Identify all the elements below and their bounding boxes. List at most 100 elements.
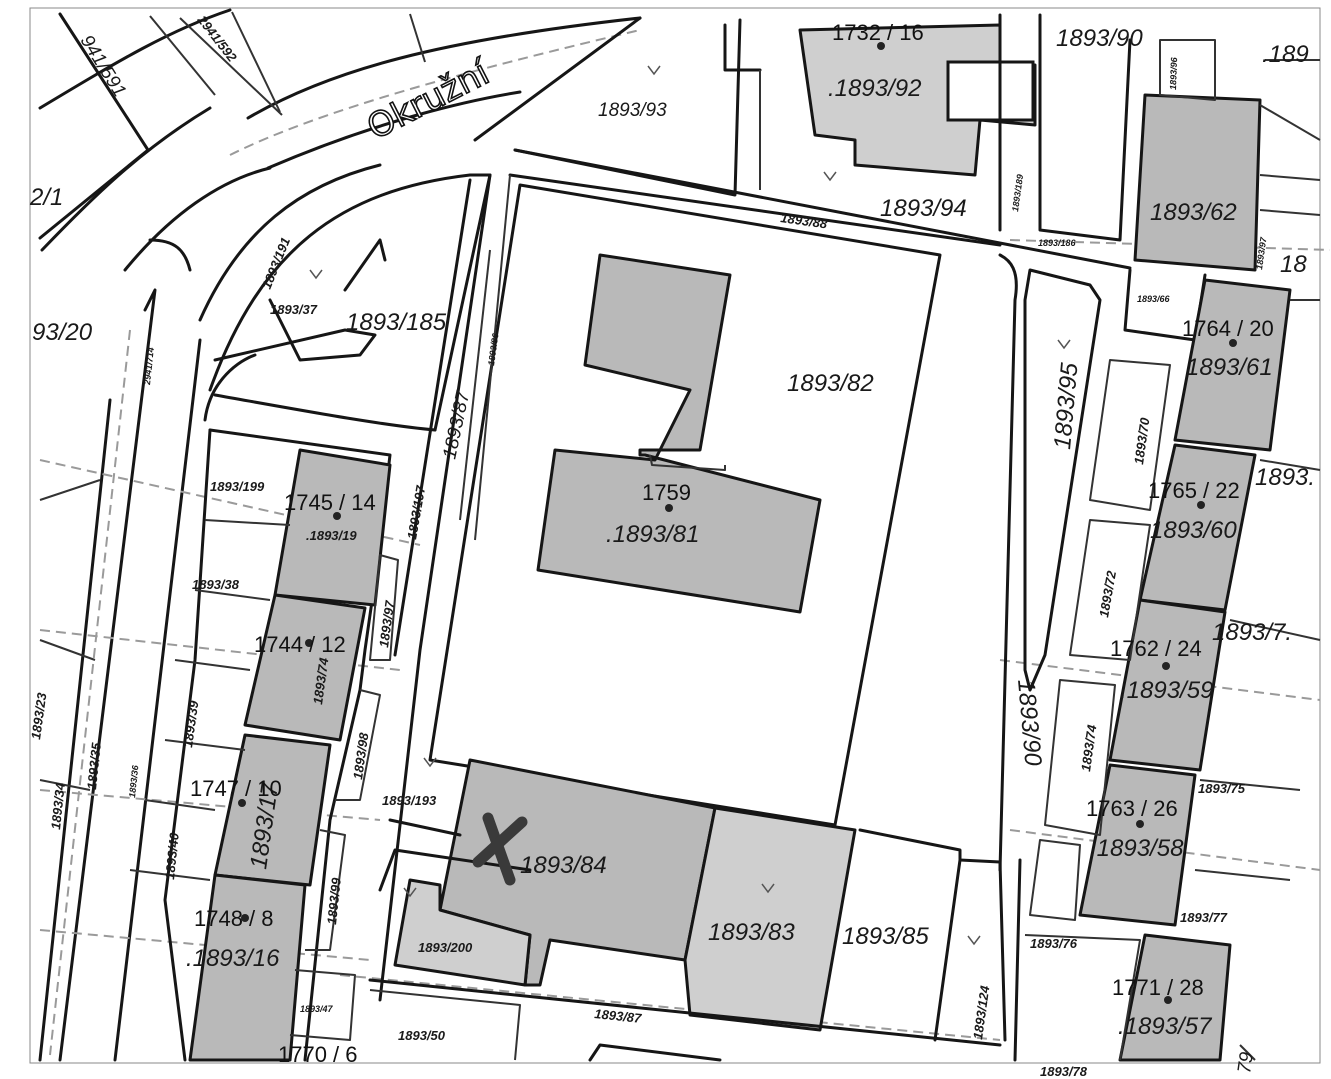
building-number-labels: 1732 / 16 1764 / 20 1759 1745 / 14 1765 … [190,20,1274,1067]
grass-icon [761,883,775,894]
parcel-label: 1893/98 [350,731,372,780]
parcel-line [1089,359,1171,511]
grass-icon [967,935,981,946]
parcel-label: .1893/19 [306,528,357,543]
parcel-label: 1893/84 [520,852,607,879]
rail-line [49,329,131,1056]
parcel-line [1259,174,1321,181]
building-number: 1732 / 16 [832,20,924,45]
street-outlines [38,8,1331,1062]
building-footprint [1118,933,1232,1062]
building-number: 1763 / 26 [1086,796,1178,821]
parcel-boundary [208,173,492,432]
parcel-label: 1893/75 [1198,781,1246,796]
grass-icon [647,65,661,76]
parcel-line [474,174,511,541]
building-markers [238,42,1237,1004]
parcel-label: 1893/77 [1180,910,1228,925]
parcel-line [203,353,257,422]
parcel-line [369,554,399,661]
parcel-line [508,173,1002,247]
parcel-line [649,454,726,471]
parcel-label: 1893/87 [594,1006,643,1026]
street-edge [198,163,382,322]
building-number: 1762 / 24 [1110,636,1202,661]
building-number: 1748 / 8 [194,906,274,931]
building-footprint [683,806,857,1032]
parcel-label: 1893/185 [346,309,447,336]
parcel-line [129,519,291,881]
parcel-label: .189 [1262,41,1309,68]
building-point [1229,339,1237,347]
parcel-label: 18 [1280,251,1307,278]
building-number: 1747 / 10 [190,776,282,801]
parcel-line [369,989,521,1061]
building-point [241,914,249,922]
building-footprint [213,733,332,887]
grass-icon [423,757,437,768]
parcel-label: 2941/714 [142,347,156,386]
parcel-label: 1893/70 [1131,416,1153,465]
parcel-line [588,1043,722,1062]
building-point [1136,820,1144,828]
building-number: 1765 / 22 [1148,478,1240,503]
parcel-label: 93/20 [32,319,93,346]
parcel-line [1038,13,1132,242]
rail-line [1009,829,1321,871]
building-number: 1744 / 12 [254,632,346,657]
parcel-label: 1893/37 [270,302,318,317]
street-edge [58,288,157,1062]
parcel-line [1029,839,1081,921]
building-footprint [1173,278,1292,452]
parcel-label: 1893/76 [1030,936,1078,951]
parcel-label: .1893/16 [186,945,280,972]
building-footprint [1078,763,1197,927]
parcel-line [39,479,101,791]
parcel-boundary [428,183,942,827]
parcel-label: 1893. [1255,464,1315,491]
grass-icon [309,269,323,280]
parcel-line [1259,209,1321,216]
building-point [1197,501,1205,509]
building-footprint [243,593,367,742]
parcel-line [335,689,381,801]
parcel-label: 1893/186 [1038,238,1077,248]
parcel-line [231,11,281,113]
parcel-label: 1893/34 [48,781,68,830]
parcel-line [409,13,426,63]
east-blocks [998,253,1321,1062]
parcel-label: 1893/74 [310,656,332,705]
street-edge [113,338,202,1062]
nw-parcel [203,173,492,1002]
parcel-line [163,428,212,1062]
vegetation-marks [309,65,1071,946]
parcel-label: 1893/86 [486,332,501,367]
parcel-label: .1893/92 [828,75,921,102]
parcel-label: 1893/35 [84,741,104,790]
building-number: 1764 / 20 [1182,316,1274,341]
parcel-line [1194,299,1321,881]
north-block [473,13,1321,272]
building-footprint [393,878,532,987]
parcel-line [1024,934,1141,1061]
street-edge [38,398,112,1062]
parcel-label: 1893/193 [382,793,437,808]
building-footprint [1108,598,1227,772]
street-edge [148,238,192,272]
parcel-label: 1893/82 [787,370,874,397]
parcel-label: .1893/57 [1118,1013,1213,1040]
building-point [1162,662,1170,670]
parcel-label: 1893/40 [162,831,182,880]
building-point [1164,996,1172,1004]
parcel-line [933,858,962,1042]
building-point [333,512,341,520]
parcel-label: 1893/97 [1254,236,1269,271]
parcel-line [1159,39,1216,101]
parcel-line [473,16,642,142]
parcel-line [378,173,492,1002]
building-footprint [1138,443,1257,612]
parcel-label: 1893/66 [1137,294,1171,304]
parcel-label: 1893/74 [1078,723,1100,772]
parcel-label: .1893/59 [1120,677,1213,704]
parcel-label: 1893/47 [300,1004,334,1014]
